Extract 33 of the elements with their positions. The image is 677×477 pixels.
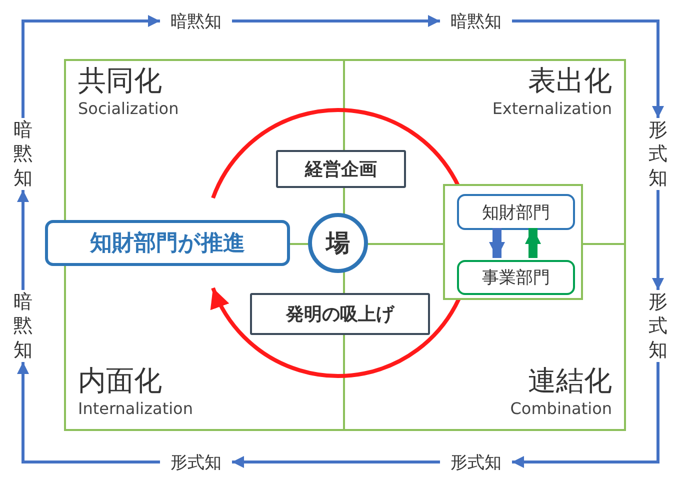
quadrant-title: 共同化 [78, 64, 162, 98]
group-panel [443, 184, 583, 300]
knowledge-label: 形式知 [440, 449, 512, 475]
label-box: 知財部門 [457, 194, 575, 230]
quadrant-title: 表出化 [528, 64, 612, 98]
knowledge-label: 形式知 [645, 290, 671, 362]
flow-arrow [512, 362, 660, 468]
flow-arrow [652, 190, 664, 290]
knowledge-label: 形式知 [645, 118, 671, 190]
center-circle: 場 [308, 213, 368, 273]
flow-arrow [17, 362, 160, 464]
quadrant-title: 内面化 [78, 364, 162, 398]
flow-arrow [22, 15, 160, 118]
knowledge-label: 暗黙知 [440, 8, 512, 34]
quadrant-subtitle: Combination [510, 398, 612, 420]
label-box: 事業部門 [457, 260, 575, 295]
knowledge-label: 形式知 [160, 449, 232, 475]
block-arrow [525, 228, 541, 258]
quadrant-subtitle: Socialization [78, 98, 179, 120]
knowledge-label: 暗黙知 [10, 118, 36, 190]
flow-arrow [232, 456, 440, 468]
quadrant-title: 連結化 [528, 364, 612, 398]
flow-arrow [232, 15, 440, 27]
flow-arrow [512, 20, 664, 118]
block-arrow [489, 228, 505, 258]
quadrant-subtitle: Externalization [492, 98, 612, 120]
knowledge-label: 暗黙知 [160, 8, 232, 34]
label-box: 経営企画 [276, 150, 406, 188]
label-box: 知財部門が推進 [45, 220, 290, 266]
label-box: 発明の吸上げ [250, 293, 430, 335]
knowledge-label: 暗黙知 [10, 290, 36, 362]
flow-arrow [17, 190, 29, 290]
quadrant-subtitle: Internalization [78, 398, 193, 420]
